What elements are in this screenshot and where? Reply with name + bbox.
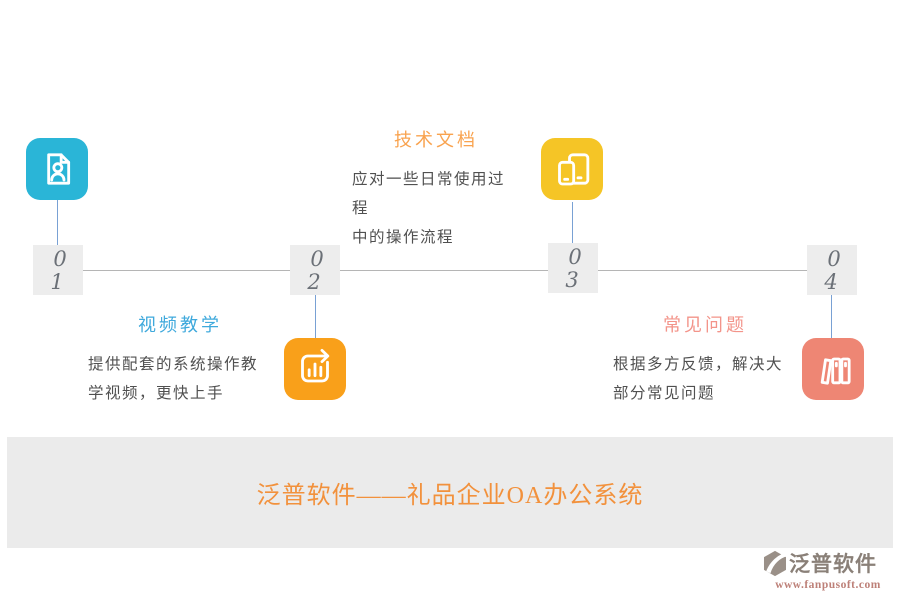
banner: 泛普软件——礼品企业OA办公系统 — [7, 437, 893, 548]
brand-url: www.fanpusoft.com — [775, 579, 881, 591]
section-title: 技术文档 — [394, 130, 478, 150]
resume-document-icon — [26, 138, 88, 200]
badge-digit: 0 — [310, 247, 324, 271]
chart-arrow-icon — [284, 338, 346, 400]
timeline-badge-04: 0 4 — [807, 245, 857, 295]
connector-step2 — [315, 295, 316, 338]
bookshelf-icon — [802, 338, 864, 400]
timeline-badge-02: 0 2 — [290, 245, 340, 295]
timeline-line — [57, 270, 833, 271]
badge-digit: 0 — [827, 247, 841, 271]
brand-watermark: 泛普软件 www.fanpusoft.com — [761, 548, 895, 591]
section-video-tutorial: 视频教学 提供配套的系统操作教 学视频，更快上手 — [88, 311, 272, 408]
badge-digit: 0 — [53, 247, 67, 271]
section-title: 视频教学 — [138, 315, 222, 335]
badge-digit: 4 — [824, 270, 838, 294]
brand-name: 泛普软件 — [789, 552, 877, 576]
badge-digit: 3 — [565, 268, 579, 292]
section-technical-docs: 技术文档 应对一些日常使用过程 中的操作流程 — [352, 126, 520, 252]
timeline-badge-03: 0 3 — [548, 243, 598, 293]
devices-icon — [541, 138, 603, 200]
section-description-line: 学视频，更快上手 — [88, 385, 225, 402]
badge-digit: 1 — [50, 270, 64, 294]
timeline-badge-01: 0 1 — [33, 245, 83, 295]
connector-step4 — [831, 295, 832, 338]
section-faq: 常见问题 根据多方反馈，解决大 部分常见问题 — [613, 311, 797, 408]
section-description-line: 部分常见问题 — [613, 385, 716, 402]
banner-title: 泛普软件——礼品企业OA办公系统 — [256, 483, 644, 509]
badge-digit: 0 — [568, 245, 582, 269]
badge-digit: 2 — [307, 270, 321, 294]
connector-step1 — [57, 200, 58, 245]
section-description-line: 应对一些日常使用过程 — [352, 171, 506, 217]
section-description-line: 根据多方反馈，解决大 — [613, 356, 784, 373]
fanpu-logo-icon — [763, 550, 788, 576]
section-title: 常见问题 — [663, 315, 747, 335]
section-description-line: 提供配套的系统操作教 — [88, 356, 259, 373]
connector-step3 — [572, 202, 573, 245]
section-description-line: 中的操作流程 — [352, 229, 455, 246]
